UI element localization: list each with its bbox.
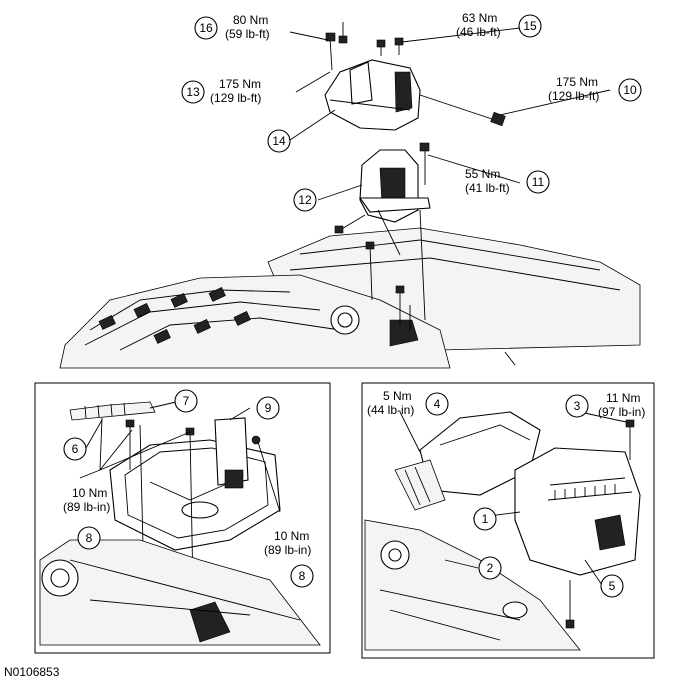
figure-id: N0106853 (4, 665, 60, 679)
callout-14: 14 (267, 129, 291, 153)
svg-text:175 Nm: 175 Nm (219, 77, 261, 91)
callout-11: 11 55 Nm (41 lb-ft) (465, 167, 550, 195)
svg-text:16: 16 (199, 21, 213, 35)
svg-text:(59 lb-ft): (59 lb-ft) (225, 27, 270, 41)
fasteners-top (325, 22, 506, 330)
leader-lines (85, 27, 627, 586)
svg-text:10 Nm: 10 Nm (274, 529, 309, 543)
mount-bracket-14 (324, 59, 421, 131)
callout-5: 5 (600, 574, 624, 598)
callout-8-left: 10 Nm (89 lb-in) 8 (63, 486, 110, 550)
svg-text:80 Nm: 80 Nm (233, 13, 268, 27)
svg-text:5: 5 (609, 579, 616, 593)
svg-text:11: 11 (532, 175, 545, 189)
callout-8-right: 10 Nm (89 lb-in) 8 (264, 529, 314, 588)
svg-text:3: 3 (574, 399, 581, 413)
svg-text:(89 lb-in): (89 lb-in) (264, 543, 311, 557)
svg-text:10 Nm: 10 Nm (72, 486, 107, 500)
callout-10: 10 175 Nm (129 lb-ft) (548, 75, 642, 103)
callout-9: 9 (256, 396, 280, 420)
svg-text:13: 13 (186, 85, 200, 99)
svg-text:5 Nm: 5 Nm (383, 389, 412, 403)
callout-1: 1 (473, 507, 497, 531)
svg-text:(89 lb-in): (89 lb-in) (63, 500, 110, 514)
svg-text:6: 6 (72, 442, 79, 456)
svg-text:(97 lb-in): (97 lb-in) (598, 405, 645, 419)
coil-packs (98, 287, 251, 344)
svg-text:2: 2 (487, 561, 494, 575)
engine-top-drawing (59, 227, 641, 369)
svg-text:175 Nm: 175 Nm (556, 75, 598, 89)
inset-panel-right (361, 382, 655, 659)
svg-text:10: 10 (623, 83, 637, 97)
svg-text:1: 1 (482, 512, 489, 526)
air-cleaner-assembly-drawing (364, 411, 641, 651)
svg-text:(129 lb-ft): (129 lb-ft) (210, 91, 261, 105)
svg-text:15: 15 (523, 19, 537, 33)
svg-text:8: 8 (86, 531, 93, 545)
svg-text:8: 8 (299, 569, 306, 583)
svg-text:(46 lb-ft): (46 lb-ft) (456, 25, 501, 39)
inset-panel-left (34, 382, 331, 654)
callout-15: 15 63 Nm (46 lb-ft) (456, 11, 542, 39)
svg-text:12: 12 (298, 193, 312, 207)
callout-12: 12 (293, 188, 317, 212)
callout-6: 6 (63, 437, 87, 461)
callout-2: 2 (478, 556, 502, 580)
callout-4: 5 Nm (44 lb-in) 4 (367, 389, 449, 417)
engine-mount-12 (358, 149, 431, 321)
svg-text:(129 lb-ft): (129 lb-ft) (548, 89, 599, 103)
svg-text:63 Nm: 63 Nm (462, 11, 497, 25)
svg-text:(44 lb-in): (44 lb-in) (367, 403, 414, 417)
svg-text:7: 7 (183, 394, 190, 408)
svg-text:4: 4 (434, 397, 441, 411)
svg-text:11 Nm: 11 Nm (606, 391, 640, 405)
callout-16: 16 80 Nm (59 lb-ft) (194, 13, 270, 41)
svg-text:55 Nm: 55 Nm (465, 167, 500, 181)
svg-text:(41 lb-ft): (41 lb-ft) (465, 181, 510, 195)
air-cleaner-tray-drawing (39, 401, 321, 646)
svg-text:14: 14 (272, 134, 286, 148)
svg-text:9: 9 (265, 401, 272, 415)
callout-7: 7 (174, 389, 198, 413)
callout-3: 3 11 Nm (97 lb-in) (565, 391, 645, 419)
callout-13: 13 175 Nm (129 lb-ft) (181, 77, 261, 105)
